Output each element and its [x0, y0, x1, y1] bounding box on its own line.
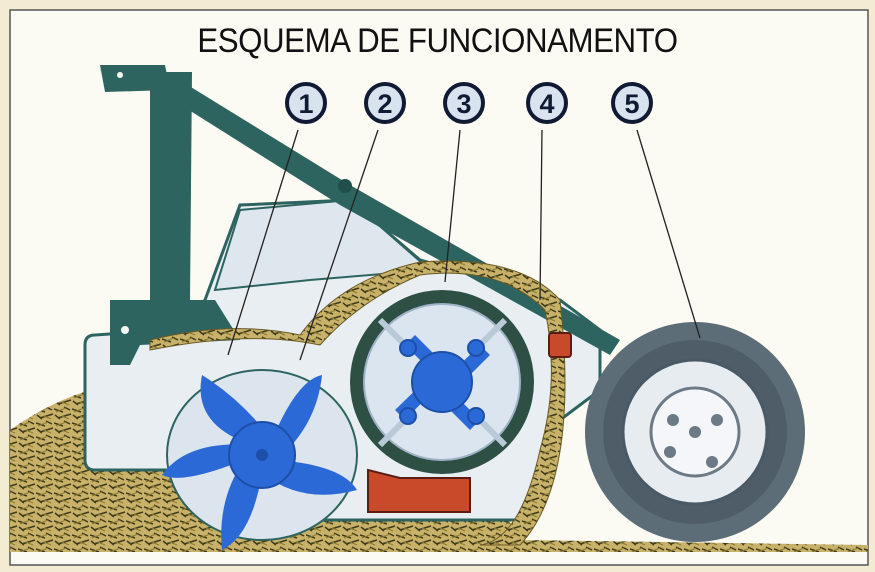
hitch-pin	[121, 326, 129, 334]
counter-knife-bar	[367, 468, 471, 513]
frame-mast	[150, 72, 192, 300]
chopper-knives	[377, 317, 508, 448]
top-link-pin	[117, 72, 123, 78]
callout-2-label: 2	[377, 89, 392, 119]
arm-pivot	[338, 179, 352, 193]
callout-1: 1	[285, 82, 327, 124]
callout-5: 5	[611, 82, 653, 124]
chopper-hub	[395, 335, 490, 430]
callout-5-label: 5	[624, 89, 639, 119]
callout-3-label: 3	[456, 89, 471, 119]
callout-2: 2	[364, 82, 406, 124]
straw-flow	[149, 260, 566, 546]
top-link	[100, 65, 170, 92]
callout-4-label: 4	[539, 89, 554, 119]
diagram-title: ESQUEMA DE FUNCIONAMENTO	[197, 22, 678, 60]
adjuster-block	[548, 332, 572, 358]
hitch-bracket	[110, 300, 240, 365]
pickup-rotor	[162, 375, 357, 550]
support-wheel	[585, 322, 805, 542]
callout-4: 4	[526, 82, 568, 124]
callout-1-label: 1	[298, 89, 313, 119]
callout-3: 3	[443, 82, 485, 124]
leader-lines	[227, 129, 701, 361]
frame-arm	[100, 68, 620, 355]
